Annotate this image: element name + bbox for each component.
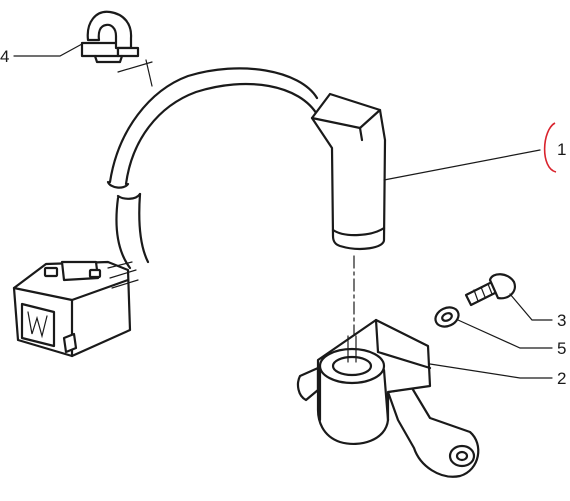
leader-lines <box>13 43 553 379</box>
leader-3 <box>509 293 553 321</box>
sensor <box>310 92 387 250</box>
cable-clip <box>80 10 140 64</box>
leader-2 <box>429 363 553 379</box>
callout-1-highlight <box>543 122 557 173</box>
leader-1 <box>383 149 541 181</box>
callout-1: 1 <box>557 140 566 159</box>
cable-break-mark <box>117 59 153 87</box>
leader-5 <box>457 319 553 349</box>
bracket <box>296 318 480 478</box>
leader-4 <box>13 43 83 57</box>
callout-2: 2 <box>557 369 566 388</box>
callout-5: 5 <box>557 339 566 358</box>
washer <box>434 306 460 328</box>
callout-3: 3 <box>557 311 566 330</box>
callout-4: 4 <box>0 47 9 66</box>
connector-plug <box>12 260 139 358</box>
sensor-cable <box>106 67 320 270</box>
bolt <box>464 273 516 307</box>
